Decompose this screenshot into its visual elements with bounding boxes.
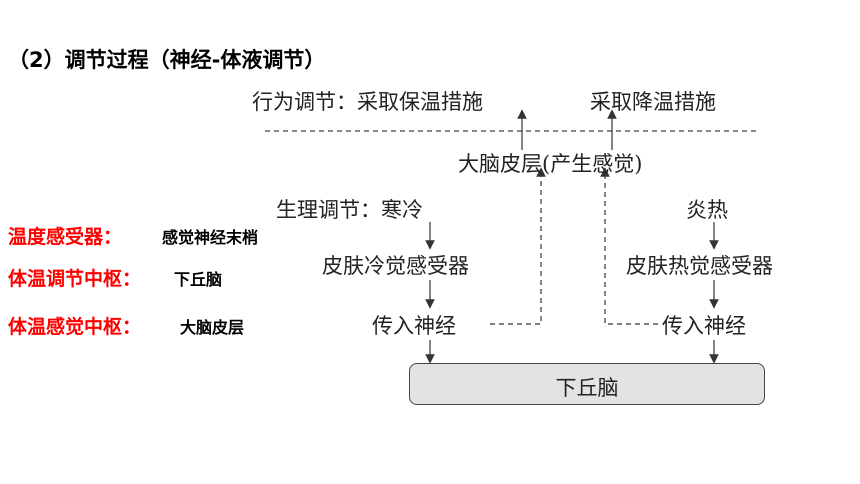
cooling-measure-label: 采取降温措施 [590, 90, 716, 114]
heat-receptor-label: 皮肤热觉感受器 [626, 254, 773, 278]
afferent-nerve-right-label: 传入神经 [662, 314, 746, 338]
side-note-value-receptor: 感觉神经末梢 [162, 228, 259, 247]
side-note-label-sensation-center: 体温感觉中枢： [8, 316, 142, 338]
physiological-regulation-label: 生理调节：寒冷 [276, 198, 423, 222]
dashed-path-right-afferent-to-cortex [600, 167, 658, 325]
cerebral-cortex-label: 大脑皮层(产生感觉) [458, 152, 643, 176]
hypothalamus-label: 下丘脑 [555, 376, 619, 400]
behavior-regulation-label: 行为调节：采取保温措施 [252, 90, 483, 114]
afferent-nerve-left-label: 传入神经 [372, 314, 456, 338]
section-heading: （2）调节过程（神经-体液调节） [8, 48, 326, 72]
side-note-value-regulation-center: 下丘脑 [174, 270, 223, 289]
dashed-path-left-afferent-to-cortex [490, 167, 546, 325]
side-note-label-regulation-center: 体温调节中枢： [8, 268, 142, 290]
side-note-value-sensation-center: 大脑皮层 [180, 318, 245, 337]
hypothalamus-box: 下丘脑 [409, 363, 765, 405]
cold-receptor-label: 皮肤冷觉感受器 [322, 254, 469, 278]
side-note-label-receptor: 温度感受器： [8, 226, 123, 248]
hot-label: 炎热 [686, 198, 728, 222]
